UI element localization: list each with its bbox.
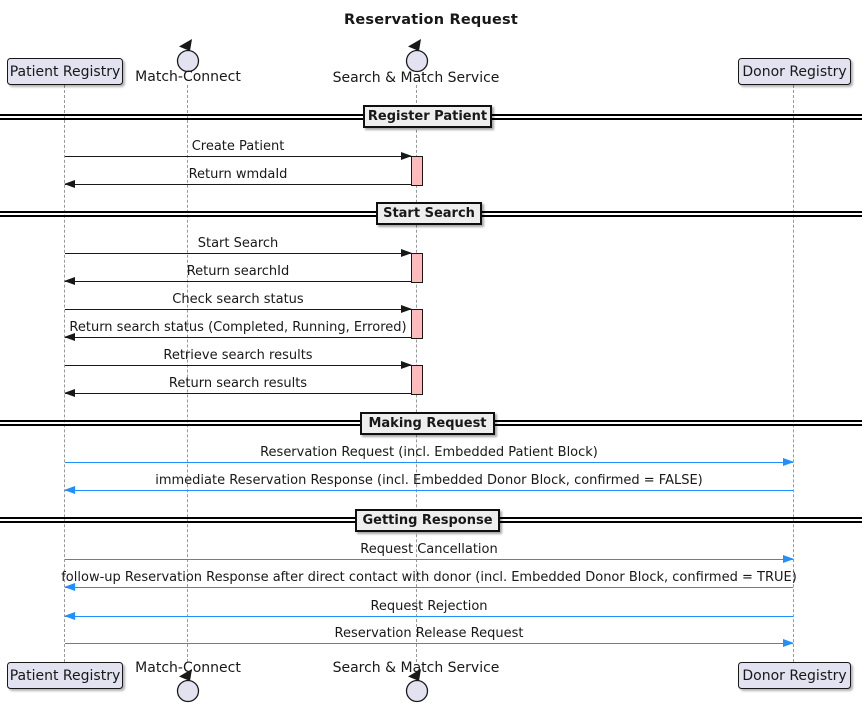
- diagram-title: Reservation Request: [344, 12, 518, 28]
- match-connect-control-icon-top: [176, 39, 200, 73]
- activation-bar: [411, 365, 423, 395]
- lifeline-donor-registry: [793, 85, 794, 662]
- lifeline-match-connect: [187, 85, 188, 662]
- message-reservation-request: Reservation Request (incl. Embedded Pati…: [65, 446, 794, 466]
- participant-search-match-service-top: Search & Match Service: [332, 70, 500, 86]
- arrowhead-left-icon: [64, 180, 75, 188]
- arrowhead-left-icon: [64, 486, 75, 494]
- participant-patient-registry-top: Patient Registry: [7, 58, 123, 85]
- divider-start-search: Start Search: [376, 202, 482, 225]
- match-connect-control-icon-bottom: [176, 669, 200, 703]
- search-match-service-control-icon-top: [405, 39, 429, 73]
- message-immediate-reservation-response: immediate Reservation Response (incl. Em…: [64, 474, 793, 494]
- message-reservation-release-request: Reservation Release Request: [65, 627, 794, 647]
- arrowhead-left-icon: [64, 612, 75, 620]
- message-return-search-results: Return search results: [64, 377, 411, 397]
- arrowhead-left-icon: [64, 333, 75, 341]
- message-request-rejection: Request Rejection: [64, 600, 793, 620]
- activation-bar: [411, 309, 423, 339]
- lifeline-patient-registry: [64, 85, 65, 662]
- arrowhead-right-icon: [783, 555, 794, 563]
- message-return-wmdaid: Return wmdaId: [64, 168, 411, 188]
- arrowhead-right-icon: [783, 639, 794, 647]
- message-followup-reservation-response: follow-up Reservation Response after dir…: [61, 571, 797, 591]
- participant-match-connect-bottom: Match-Connect: [135, 660, 241, 676]
- participant-donor-registry-bottom: Donor Registry: [738, 662, 851, 689]
- participant-patient-registry-bottom: Patient Registry: [7, 662, 123, 689]
- activation-bar: [411, 156, 423, 186]
- message-retrieve-search-results: Retrieve search results: [65, 349, 412, 369]
- activation-bar: [411, 253, 423, 283]
- arrowhead-left-icon: [64, 389, 75, 397]
- arrowhead-right-icon: [401, 305, 412, 313]
- message-return-searchid: Return searchId: [64, 265, 411, 285]
- divider-getting-response: Getting Response: [355, 509, 500, 532]
- arrowhead-left-icon: [64, 583, 75, 591]
- divider-register-patient: Register Patient: [363, 105, 492, 128]
- message-start-search: Start Search: [65, 237, 412, 257]
- arrowhead-right-icon: [401, 152, 412, 160]
- arrowhead-right-icon: [401, 249, 412, 257]
- arrowhead-right-icon: [783, 458, 794, 466]
- participant-search-match-service-bottom: Search & Match Service: [332, 660, 500, 676]
- arrowhead-left-icon: [64, 277, 75, 285]
- message-return-search-status: Return search status (Completed, Running…: [64, 321, 411, 341]
- divider-making-request: Making Request: [360, 412, 495, 435]
- message-request-cancellation: Request Cancellation: [65, 543, 794, 563]
- message-check-search-status: Check search status: [65, 293, 412, 313]
- arrowhead-right-icon: [401, 361, 412, 369]
- participant-match-connect-top: Match-Connect: [135, 69, 241, 85]
- search-match-service-control-icon-bottom: [405, 669, 429, 703]
- participant-donor-registry-top: Donor Registry: [738, 58, 851, 85]
- message-create-patient: Create Patient: [65, 140, 412, 160]
